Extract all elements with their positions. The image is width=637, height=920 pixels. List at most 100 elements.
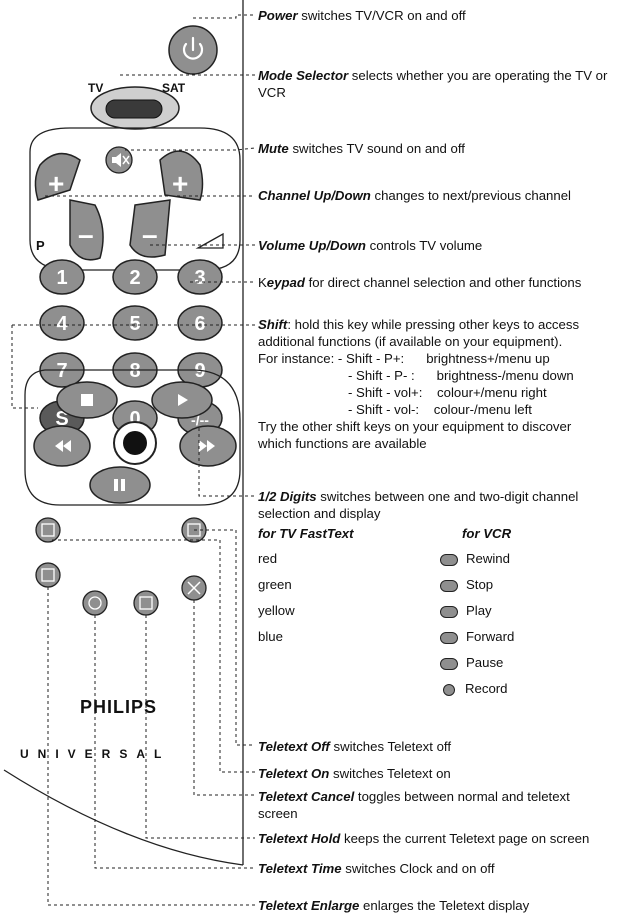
teletext-enlarge-term: Teletext Enlarge (258, 898, 360, 913)
digits-desc: switches between one and two-digit chann… (316, 489, 579, 504)
annotation-shift: Shift: hold this key while pressing othe… (258, 316, 579, 452)
leader-lines (11, 14, 256, 906)
rewind-icon (55, 440, 71, 452)
mode-label-tv: TV (88, 81, 103, 95)
brand-sub: UNIVERSAL (20, 747, 170, 761)
rewind-icon (440, 553, 458, 566)
teletext-off-desc: switches Teletext off (329, 739, 452, 754)
teletext-time-desc: switches Clock and on off (341, 861, 495, 876)
channel-term: Channel Up/Down (258, 188, 371, 203)
pause-icon (440, 657, 458, 670)
volume-term: Volume Up/Down (258, 238, 366, 253)
volume-minus-sign: – (142, 219, 158, 250)
fasttext-vcr-header: for VCR (462, 526, 512, 541)
volume-down-button (129, 199, 171, 258)
annotation-teletext-on: Teletext On switches Teletext on (258, 765, 451, 782)
teletext-cancel-line2: screen (258, 806, 298, 821)
keypad-label: S (55, 408, 68, 430)
record-icon (443, 683, 455, 696)
mode-term: Mode Selector (258, 68, 349, 83)
shift-line6: - Shift - vol-: colour-/menu left (348, 402, 532, 417)
mode-label-sat: SAT (162, 81, 186, 95)
keypad-button-1[interactable]: 1 (39, 259, 85, 295)
annotation-teletext-off: Teletext Off switches Teletext off (258, 738, 451, 755)
record-icon (123, 431, 147, 455)
fasttext-vcr-label: Rewind (466, 551, 510, 566)
annotation-digits: 1/2 Digits switches between one and two-… (258, 488, 578, 522)
keypad-label: 2 (129, 267, 140, 289)
shift-line7: Try the other shift keys on your equipme… (258, 419, 572, 434)
forward-icon (199, 440, 215, 452)
volume-wedge-icon (195, 232, 224, 249)
annotation-power: Power switches TV/VCR on and off (258, 7, 466, 24)
teletext-enlarge-button (35, 562, 61, 588)
annotation-teletext-cancel: Teletext Cancel toggles between normal a… (258, 788, 570, 822)
keypad-label: 5 (129, 313, 140, 335)
stop-icon (81, 394, 93, 406)
keypad-label: 1 (56, 267, 67, 289)
annotation-teletext-time: Teletext Time switches Clock and on off (258, 860, 495, 877)
volume-desc: controls TV volume (365, 238, 483, 253)
keypad-button-2[interactable]: 2 (112, 259, 158, 295)
p-label: P (36, 238, 45, 253)
mode-desc-line2: VCR (258, 85, 286, 100)
keypad-label: 8 (129, 360, 140, 382)
annotation-channel: Channel Up/Down changes to next/previous… (258, 187, 571, 204)
keypad-label: 4 (56, 313, 68, 335)
fasttext-vcr-item: Stop (440, 577, 493, 592)
shift-line3: For instance: - Shift - P+: brightness+/… (258, 351, 550, 366)
power-icon (182, 36, 204, 60)
keypad-button-4[interactable]: 4 (39, 305, 85, 341)
play-icon (178, 394, 188, 406)
keypad-button-5[interactable]: 5 (112, 305, 158, 341)
fasttext-vcr-item: Record (440, 681, 508, 696)
fasttext-vcr-item: Rewind (440, 551, 510, 566)
volume-plus-sign: + (172, 168, 188, 199)
teletext-hold-term: Teletext Hold (258, 831, 341, 846)
remote-bottom-curve (3, 769, 244, 866)
channel-up-button (34, 152, 81, 201)
teletext-enlarge-top-button (35, 517, 61, 543)
mute-term: Mute (258, 141, 289, 156)
teletext-hold-desc: keeps the current Teletext page on scree… (340, 831, 590, 846)
teletext-on-desc: switches Teletext on (329, 766, 451, 781)
keypad-button-6[interactable]: 6 (177, 305, 223, 341)
teletext-time-term: Teletext Time (258, 861, 342, 876)
keypad-term: eypad (266, 275, 305, 290)
stop-icon (440, 579, 458, 592)
teletext-hold-button (133, 590, 159, 616)
teletext-off-term: Teletext Off (258, 739, 330, 754)
annotation-mute: Mute switches TV sound on and off (258, 140, 465, 157)
forward-icon (440, 631, 458, 644)
annotation-volume: Volume Up/Down controls TV volume (258, 237, 482, 254)
mute-icon (112, 153, 130, 167)
mode-switch-knob (105, 99, 163, 119)
teletext-cancel-icon (187, 581, 201, 595)
keypad-prefix: K (258, 275, 267, 290)
teletext-time-icon (88, 596, 102, 610)
annotation-mode: Mode Selector selects whether you are op… (258, 67, 607, 101)
fasttext-vcr-label: Play (466, 603, 492, 618)
teletext-enlarge-icon (41, 568, 55, 582)
keypad-label: 6 (194, 313, 205, 335)
channel-plus-sign: + (48, 168, 64, 199)
shift-line2: additional functions (if available on yo… (258, 334, 563, 349)
fasttext-vcr-label: Forward (466, 629, 515, 644)
fasttext-vcr-item: Pause (440, 655, 503, 670)
shift-line5: - Shift - vol+: colour+/menu right (348, 385, 547, 400)
channel-desc: changes to next/previous channel (370, 188, 571, 203)
mute-desc: switches TV sound on and off (288, 141, 465, 156)
fasttext-tv-header: for TV FastText (258, 526, 354, 541)
channel-minus-sign: – (78, 219, 94, 250)
keypad-button-3[interactable]: 3 (177, 259, 223, 295)
pause-button (89, 466, 151, 504)
teletext-cancel-term: Teletext Cancel (258, 789, 355, 804)
digits-term: 1/2 Digits (258, 489, 317, 504)
annotation-keypad: Keypad for direct channel selection and … (258, 274, 581, 291)
play-icon (440, 605, 458, 618)
teletext-cancel-desc: toggles between normal and teletext (354, 789, 570, 804)
fasttext-tv-item: blue (258, 629, 283, 644)
keypad-label: 0 (129, 408, 140, 430)
